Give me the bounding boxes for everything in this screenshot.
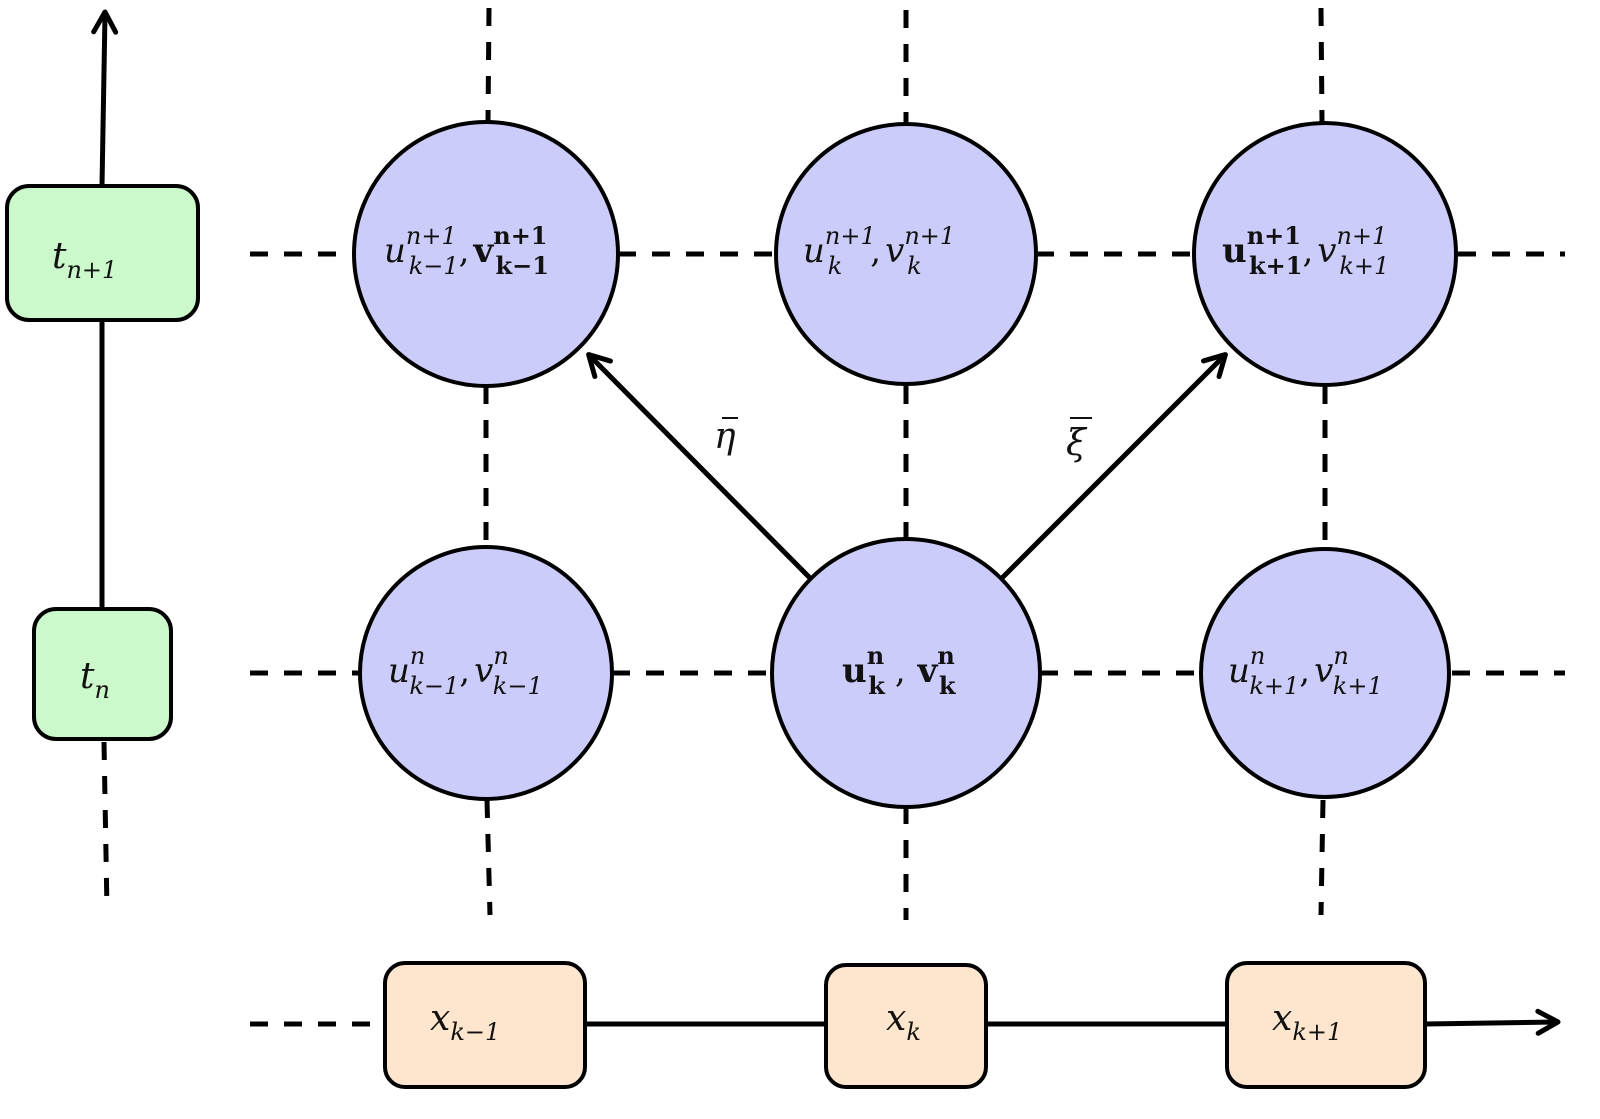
grid-line-col-k-minus-1-bot [484, 799, 493, 916]
time-axis-dashed-tail [101, 741, 110, 911]
svg-text:xk+1: xk+1 [1272, 998, 1342, 1046]
svg-text:ξ: ξ [1066, 423, 1088, 464]
svg-text:tn+1: tn+1 [52, 236, 117, 284]
space-box-base: x [886, 998, 906, 1039]
svg-text:xk−1: xk−1 [430, 998, 500, 1046]
space-box-base: x [430, 998, 450, 1039]
stencil-arrows: η ξ [586, 352, 1228, 580]
svg-text:un+1k,vn+1k: un+1k,vn+1k [803, 222, 955, 280]
space-box-subscript: k+1 [1292, 1018, 1342, 1046]
time-axis-arrow [91, 9, 119, 187]
time-axis: tn+1 tn [5, 9, 200, 741]
grid-line-col-k-plus-1-top [1318, 7, 1325, 123]
time-box-base: t [80, 656, 95, 697]
space-box-x-k: xk [824, 963, 988, 1089]
grid-line-col-k-plus-1-bot [1318, 799, 1326, 916]
svg-text:xk: xk [886, 998, 921, 1046]
svg-text:unk−1,vnk−1: unk−1,vnk−1 [388, 642, 543, 700]
xi-arrow [1000, 352, 1228, 580]
time-box-base: t [52, 236, 67, 277]
svg-text:un+1k−1,vn+1k−1: un+1k−1,vn+1k−1 [384, 221, 549, 280]
space-box-subscript: k−1 [450, 1018, 500, 1046]
space-axis-arrow [1424, 1008, 1561, 1036]
space-axis: xk−1 xk xk+1 [383, 961, 1561, 1089]
xi-label: ξ [1066, 417, 1092, 464]
space-box-x-k-minus-1: xk−1 [383, 961, 587, 1089]
svg-text:unk+1,vnk+1: unk+1,vnk+1 [1228, 642, 1383, 700]
time-box-t-n-plus-1: tn+1 [5, 184, 200, 322]
dashed-grid-lines [101, 7, 1565, 1027]
time-box-subscript: n+1 [66, 256, 117, 284]
time-box-t-n: tn [32, 607, 173, 741]
time-box-subscript: n [94, 676, 109, 704]
space-box-x-k-plus-1: xk+1 [1225, 961, 1427, 1089]
svg-text:tn: tn [80, 656, 110, 704]
space-box-subscript: k [906, 1018, 921, 1046]
eta-arrow [586, 352, 812, 580]
svg-text:unk,vnk: unk,vnk [842, 641, 957, 700]
grid-line-col-k-minus-1-top [485, 7, 492, 123]
svg-text:un+1k+1,vn+1k+1: un+1k+1,vn+1k+1 [1222, 221, 1389, 280]
space-box-base: x [1272, 998, 1292, 1039]
eta-label: η [714, 416, 738, 457]
svg-text:η: η [714, 416, 736, 457]
